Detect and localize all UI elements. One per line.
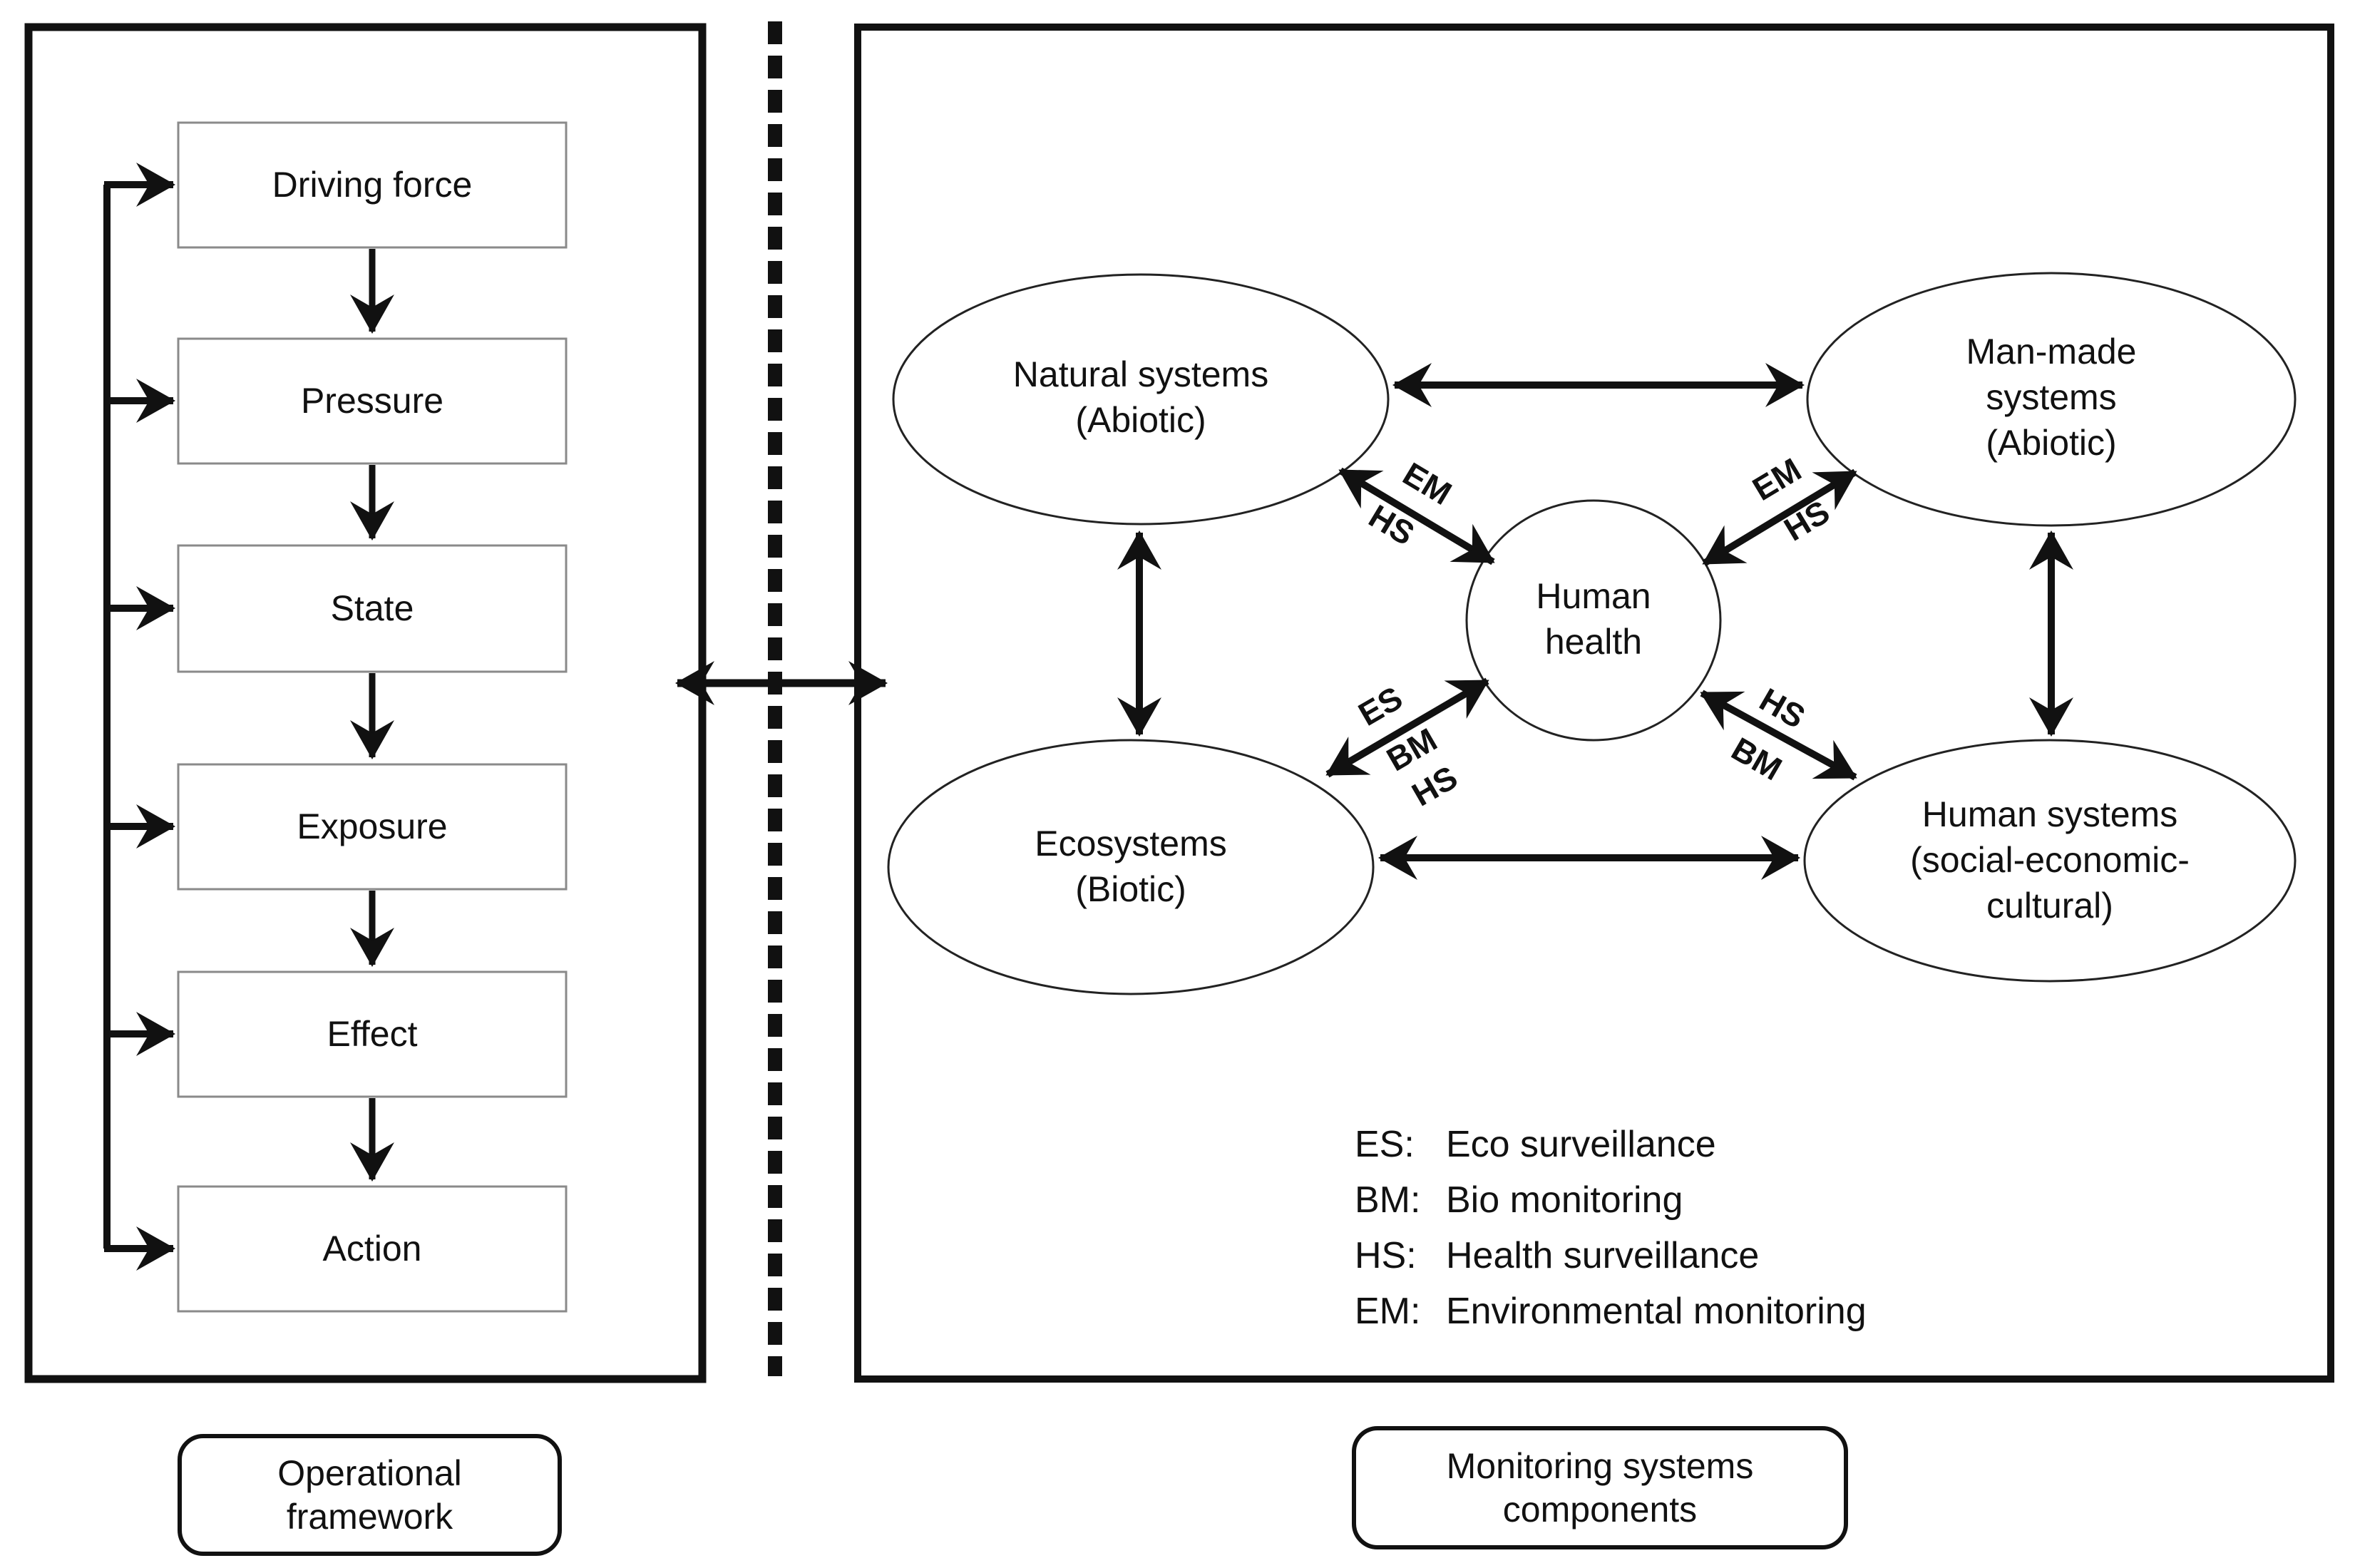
legend-text-bm: Bio monitoring — [1446, 1179, 1683, 1221]
man-made-systems-label: Man-made systems (Abiotic) — [1966, 332, 2137, 463]
effect-box — [177, 970, 568, 1098]
connection-arrows — [1117, 363, 2073, 880]
ecosystems-label: Ecosystems (Biotic) — [1035, 824, 1227, 909]
legend-key-bm: BM: — [1355, 1179, 1421, 1221]
effect-label: Effect — [327, 1014, 418, 1054]
natural-systems-ellipse — [892, 273, 1390, 526]
human-health-label: Human health — [1536, 576, 1651, 662]
legend-key-es: ES: — [1355, 1124, 1415, 1165]
legend-key-em: EM: — [1355, 1291, 1421, 1332]
legend-text-hs: Health surveillance — [1446, 1235, 1760, 1276]
exposure-label: Exposure — [297, 806, 448, 846]
legend-text-em: Environmental monitoring — [1446, 1291, 1867, 1332]
flow-boxes — [177, 121, 568, 1313]
legend-row-es: ES: Eco surveillance — [1355, 1117, 1867, 1172]
driving-force-box — [177, 121, 568, 249]
action-label: Action — [322, 1229, 422, 1269]
feedback-arrows — [103, 163, 175, 1271]
natural-systems-label: Natural systems (Abiotic) — [1012, 354, 1269, 440]
man-made-systems-ellipse — [1806, 272, 2297, 527]
pressure-label: Pressure — [300, 381, 444, 421]
state-label: State — [330, 588, 414, 628]
arrow-humansystems-humanhealth — [1700, 690, 1857, 781]
operational-framework-caption: Operational framework — [178, 1434, 562, 1556]
legend-key-hs: HS: — [1355, 1235, 1417, 1276]
legend-row-hs: HS: Health surveillance — [1355, 1228, 1867, 1283]
monitoring-systems-caption: Monitoring systems components — [1352, 1426, 1848, 1549]
human-systems-label: Human systems (social-economic- cultural… — [1910, 794, 2190, 926]
human-systems-ellipse — [1803, 739, 2297, 983]
ecosystems-ellipse — [887, 739, 1375, 995]
human-health-circle — [1465, 499, 1722, 742]
arrow-ecosystems-humanhealth — [1325, 677, 1489, 778]
legend-text-es: Eco surveillance — [1446, 1124, 1716, 1165]
action-box — [177, 1185, 568, 1313]
system-nodes — [887, 272, 2297, 995]
arrow-natural-humanhealth — [1338, 467, 1495, 565]
driving-force-label: Driving force — [272, 165, 473, 205]
pressure-box — [177, 337, 568, 465]
legend-row-em: EM: Environmental monitoring — [1355, 1283, 1867, 1339]
state-box — [177, 544, 568, 673]
legend-row-bm: BM: Bio monitoring — [1355, 1172, 1867, 1228]
legend: ES: Eco surveillance BM: Bio monitoring … — [1355, 1117, 1867, 1339]
arrow-manmade-humanhealth — [1702, 468, 1857, 567]
exposure-box — [177, 763, 568, 891]
